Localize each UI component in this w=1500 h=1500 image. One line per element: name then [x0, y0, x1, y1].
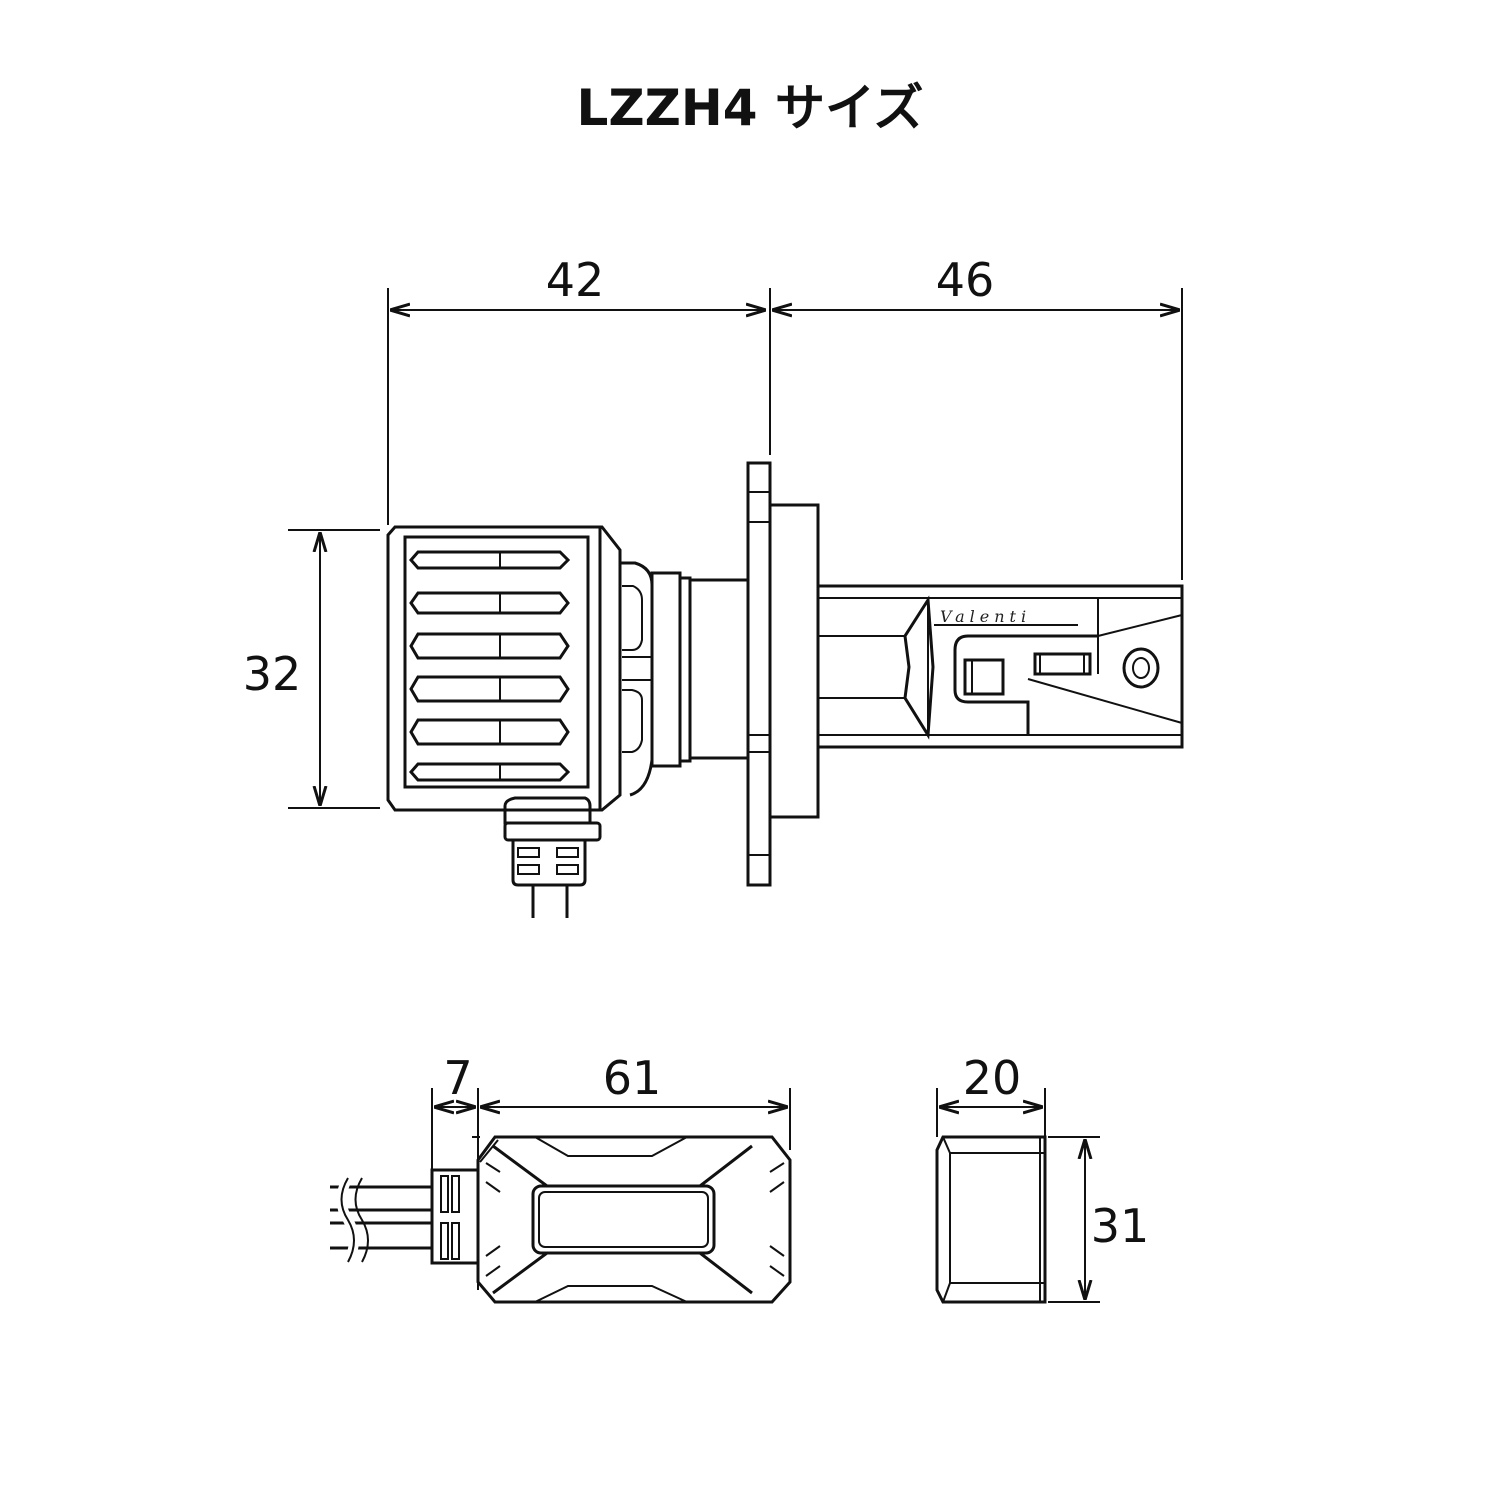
bulb-dimensions: 42 46 32 [243, 253, 1183, 809]
controller-dimensions: 7 61 20 31 [431, 1051, 1150, 1303]
page-title: LZZH4 サイズ [577, 79, 924, 137]
bulb-connector [503, 796, 602, 918]
dim-label-46: 46 [936, 253, 995, 307]
valenti-logo: Valenti [940, 607, 1031, 626]
dim-label-7: 7 [443, 1051, 472, 1105]
led-bulb-drawing: Valenti [386, 461, 1184, 918]
dim-label-61: 61 [603, 1051, 662, 1105]
dim-label-42: 42 [546, 253, 605, 307]
dim-label-32: 32 [243, 647, 302, 701]
led-shaft [816, 584, 1184, 749]
cooling-fins [409, 550, 571, 782]
dim-label-20: 20 [963, 1051, 1022, 1105]
controller-side-view [935, 1135, 1047, 1304]
dim-label-31: 31 [1091, 1199, 1150, 1253]
controller-top-view [330, 1135, 792, 1304]
flange [746, 461, 772, 887]
